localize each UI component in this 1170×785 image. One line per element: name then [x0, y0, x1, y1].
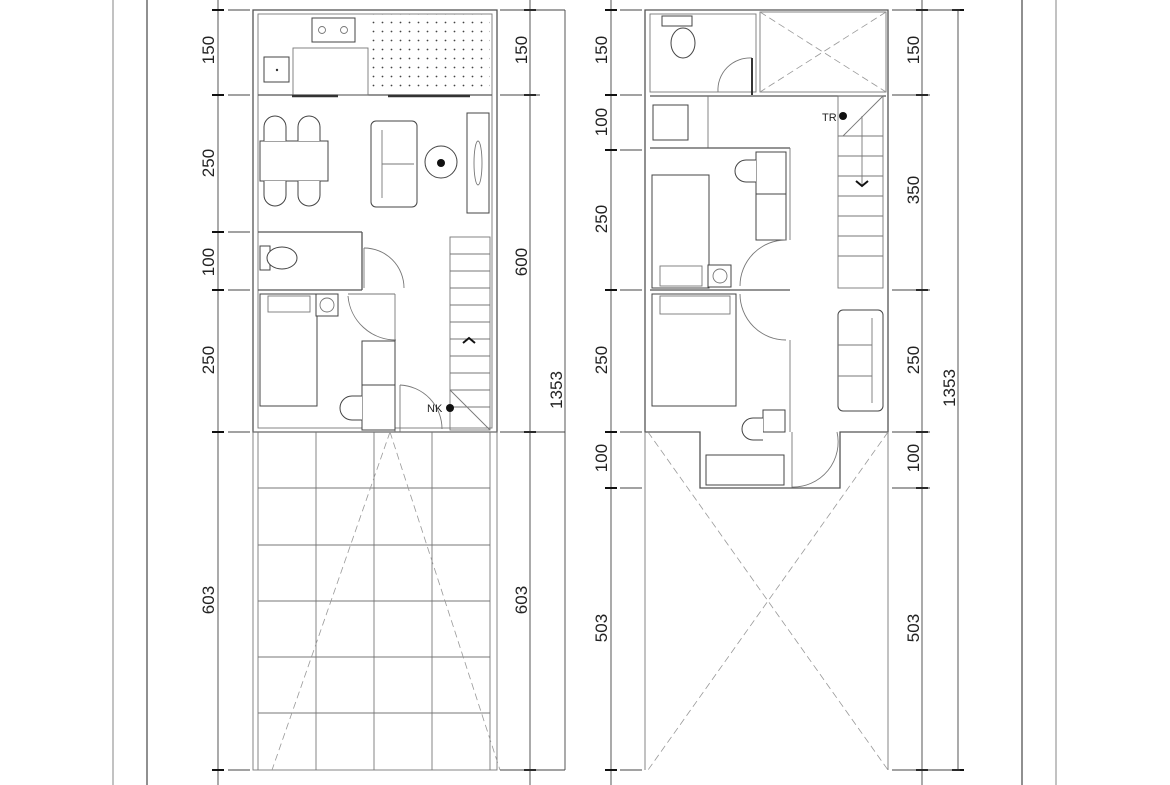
- main-door: [399, 384, 443, 430]
- bedroom-door: [347, 295, 397, 341]
- wardrobe: [755, 193, 787, 241]
- tv-cabinet: [466, 112, 490, 214]
- balcony-wardrobe: [705, 454, 785, 486]
- upper-total-dimension: 1353: [940, 369, 959, 407]
- dimension-label: 350: [904, 176, 923, 204]
- dimension-label: 250: [904, 346, 923, 374]
- sheet-frame: [112, 0, 1057, 785]
- level-marker-nk: NK: [427, 403, 443, 415]
- dimension-label: 150: [199, 36, 218, 64]
- dimension-label: 250: [592, 205, 611, 233]
- toilet-icon: [259, 245, 298, 271]
- dimension-label: 100: [199, 248, 218, 276]
- dimension-label: 503: [592, 614, 611, 642]
- kitchen-counter: [292, 47, 369, 96]
- bedroom-2-door: [739, 293, 787, 341]
- dimension-label: 603: [199, 586, 218, 614]
- ground-floor-plan: NK 150 250 100 250 603: [199, 0, 566, 785]
- dimension-label: 603: [512, 586, 531, 614]
- staircase-upper: [837, 95, 884, 289]
- kitchen-sink: [263, 56, 290, 83]
- desk-chair: [741, 417, 763, 441]
- dimension-label: 250: [199, 346, 218, 374]
- living-sofa: [370, 120, 418, 208]
- bedroom-1-bed: [651, 174, 710, 289]
- dimension-label: 150: [512, 36, 531, 64]
- bathroom-door: [717, 57, 753, 93]
- stair-down-arrow-icon: [855, 180, 869, 188]
- upper-sofa: [837, 309, 884, 412]
- kitchen-stove: [311, 17, 356, 43]
- upper-left-dimension: 150 100 250 250 100 503: [592, 0, 617, 785]
- wardrobe: [361, 340, 396, 386]
- ground-right-dimension: 150 600 603 1353: [512, 0, 566, 785]
- ground-left-dimension: 150 250 100 250 603: [199, 0, 224, 785]
- void-area: [759, 11, 887, 93]
- dimension-label: 503: [904, 614, 923, 642]
- dimension-label: 100: [904, 444, 923, 472]
- dimension-label: 150: [592, 36, 611, 64]
- stair-up-arrow-icon: [462, 336, 476, 344]
- desk-chair: [339, 395, 362, 421]
- dimension-label: 150: [904, 36, 923, 64]
- dimension-label: 600: [512, 248, 531, 276]
- level-marker-icon: [839, 112, 847, 120]
- nightstand: [707, 264, 732, 288]
- coffee-table: [424, 145, 458, 179]
- toilet-icon: [661, 15, 696, 59]
- dimension-label: 100: [592, 108, 611, 136]
- upper-right-dimension: 150 350 250 100 503 1353: [904, 0, 964, 785]
- level-marker-tr: TR: [822, 112, 837, 124]
- dimension-label: 250: [199, 149, 218, 177]
- nightstand: [315, 293, 339, 317]
- bathroom-door: [363, 247, 405, 289]
- open-yard-area: [370, 14, 490, 92]
- carport-area: [252, 431, 501, 771]
- dimension-label: 250: [592, 346, 611, 374]
- roof-below-area: [644, 431, 889, 771]
- desk: [755, 151, 787, 195]
- dimension-label: 100: [592, 444, 611, 472]
- level-marker-icon: [446, 404, 454, 412]
- bedroom-bed: [259, 293, 318, 407]
- bedroom-2-bed: [651, 293, 737, 407]
- ground-total-dimension: 1353: [547, 371, 566, 409]
- desk: [361, 384, 396, 431]
- bedroom-1-door: [739, 239, 787, 287]
- washing-machine: [652, 104, 689, 141]
- desk-chair: [734, 159, 756, 183]
- upper-floor-plan: TR 150 100 250 250 100 503 150 350 25: [592, 0, 964, 785]
- dining-set: [259, 115, 329, 207]
- staircase-ground: [449, 236, 491, 431]
- balcony-door: [791, 431, 839, 488]
